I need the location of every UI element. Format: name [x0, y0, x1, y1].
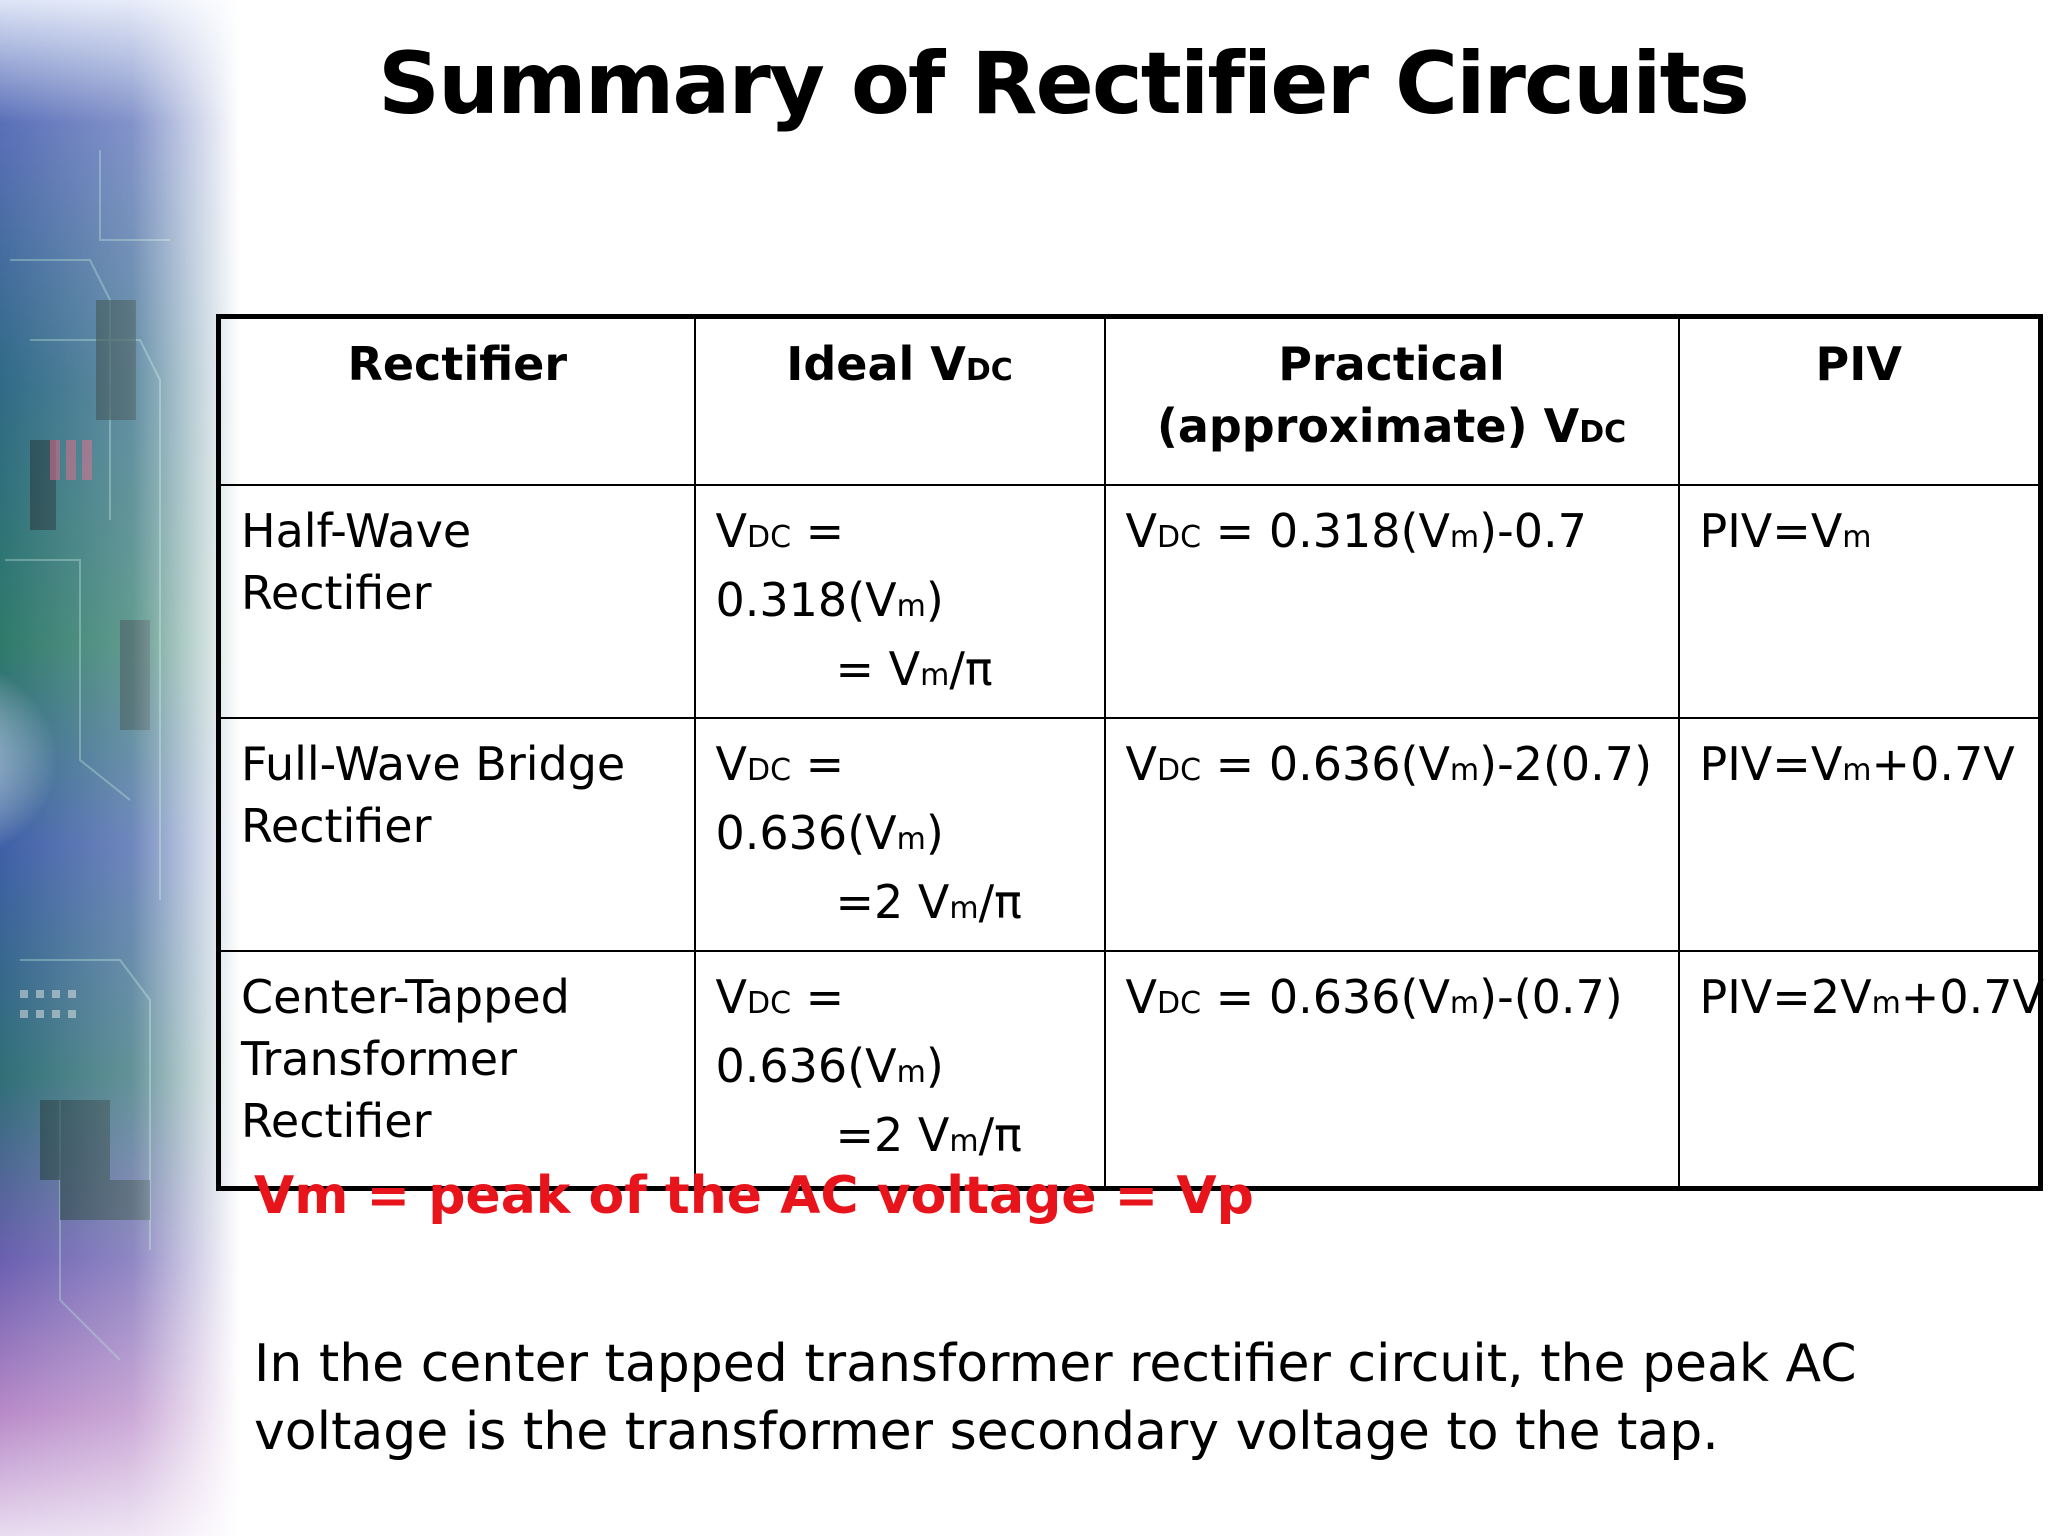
- center-tapped-explanation: In the center tapped transformer rectifi…: [254, 1334, 1857, 1462]
- table-row: Full-Wave Bridge Rectifier VDC = 0.636(V…: [217, 717, 2042, 952]
- slide-title: Summary of Rectifier Circuits: [378, 34, 1750, 134]
- cell-rectifier-name: Full-Wave Bridge Rectifier: [217, 717, 696, 952]
- vm-definition-note: Vm = peak of the AC voltage = Vp: [254, 1166, 1254, 1226]
- cell-ideal-vdc: VDC = 0.636(Vm) =2 Vm/π: [693, 717, 1106, 952]
- cell-piv: PIV=Vm+0.7V: [1677, 717, 2042, 952]
- rectifier-summary-table: Rectifier Ideal VDC Practical (approxima…: [216, 314, 2044, 1191]
- header-rectifier: Rectifier: [217, 315, 696, 486]
- header-practical-vdc: Practical (approximate) VDC: [1103, 315, 1680, 486]
- cell-practical-vdc: VDC = 0.318(Vm)-0.7: [1103, 484, 1680, 719]
- cell-rectifier-name: Center-Tapped Transformer Rectifier: [217, 950, 696, 1190]
- header-piv: PIV: [1677, 315, 2042, 486]
- cell-rectifier-name: Half-Wave Rectifier: [217, 484, 696, 719]
- cell-practical-vdc: VDC = 0.636(Vm)-(0.7): [1103, 950, 1680, 1190]
- cell-piv: PIV=2Vm+0.7V: [1677, 950, 2044, 1190]
- cell-practical-vdc: VDC = 0.636(Vm)-2(0.7): [1103, 717, 1680, 952]
- circuit-board-decoration: [0, 0, 240, 1536]
- cell-ideal-vdc: VDC = 0.318(Vm) = Vm/π: [693, 484, 1106, 719]
- cell-piv: PIV=Vm: [1677, 484, 2042, 719]
- cell-ideal-vdc: VDC = 0.636(Vm) =2 Vm/π: [693, 950, 1106, 1190]
- table-header-row: Rectifier Ideal VDC Practical (approxima…: [217, 315, 2042, 486]
- table-row: Center-Tapped Transformer Rectifier VDC …: [217, 950, 2044, 1190]
- header-ideal-vdc: Ideal VDC: [693, 315, 1106, 486]
- table-row: Half-Wave Rectifier VDC = 0.318(Vm) = Vm…: [217, 484, 2042, 719]
